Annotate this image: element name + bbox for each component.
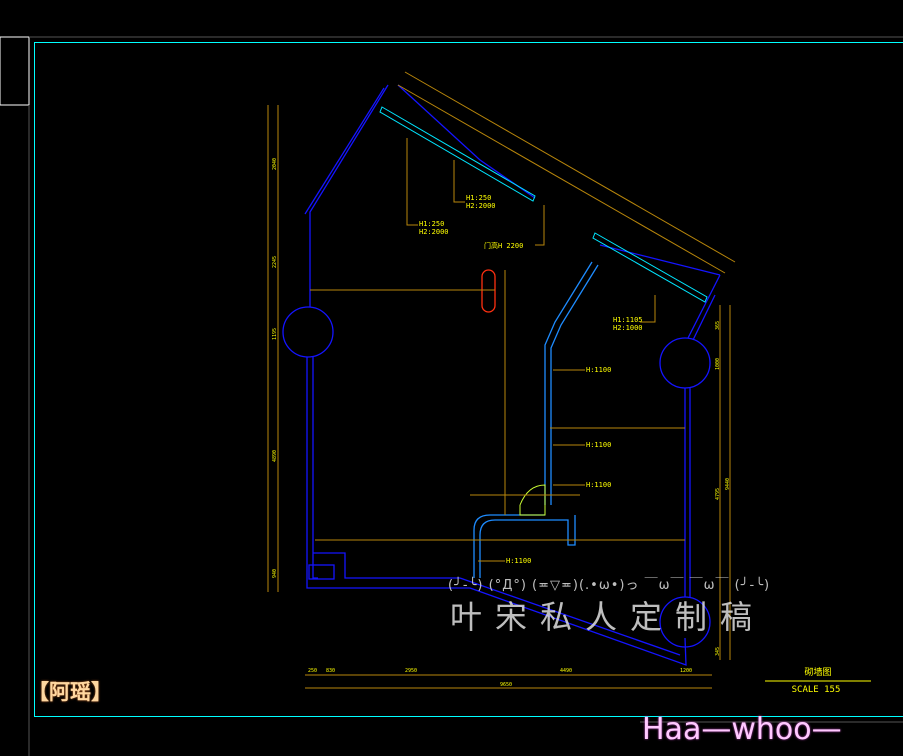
window-right [592, 232, 708, 303]
height-label-2: H:1100 [586, 441, 611, 449]
dim-bottom-0: 250 [308, 668, 317, 674]
pipe-outer [473, 514, 545, 578]
note-4-line2: H2:1000 [613, 324, 643, 332]
dim-bottom-4: 1200 [680, 668, 692, 674]
window-upper [379, 106, 536, 202]
wall-upper-left [309, 84, 389, 307]
note-2-line1: H1:250 [466, 194, 491, 202]
drawing-title: 砌墙图 [804, 666, 831, 678]
wall-upper-left-outer [304, 87, 385, 215]
dim-bottom-total: 9650 [500, 682, 512, 688]
wall-left-step [313, 552, 460, 579]
wall-left-outer [306, 357, 470, 589]
dim-bottom-3: 4490 [560, 668, 572, 674]
dim-right-total: 9440 [725, 478, 731, 490]
wall-top-right [599, 244, 721, 276]
dimension-lines [267, 71, 736, 689]
wall-left-inner [312, 357, 318, 579]
annotations: H1:250 H2:2000 H1:250 H2:2000 门高H 2200 H… [419, 194, 643, 565]
windows [379, 106, 708, 303]
note-2-line2: H2:2000 [466, 202, 496, 210]
note-1-line1: H1:250 [419, 220, 444, 228]
height-label-4: H:1100 [506, 557, 531, 565]
column-right [659, 337, 711, 389]
cabinet [308, 564, 335, 580]
dim-bottom-2: 2950 [405, 668, 417, 674]
wall-right-upper [687, 274, 721, 339]
note-door-height: 门高H 2200 [484, 241, 523, 250]
door-swing [519, 484, 546, 516]
dim-bottom-1: 830 [326, 668, 335, 674]
height-label-3: H:1100 [586, 481, 611, 489]
dim-left-3: 4890 [272, 450, 278, 462]
inner-wall-a [544, 261, 593, 505]
wall-top-diagonal [397, 84, 536, 199]
signature: Haa—whoo— [642, 712, 842, 747]
height-label-1: H:1100 [586, 366, 611, 374]
wall-bottom-diagonal-inner [459, 577, 681, 656]
inner-walls [473, 261, 599, 578]
dimension-texts: 250 830 2950 4490 1200 9650 2040 2245 11… [272, 158, 731, 688]
dim-right-0: 365 [715, 321, 721, 330]
wall-right-upper-inner [692, 294, 716, 341]
note-4-line1: H1:1105 [613, 316, 643, 324]
dim-left-2: 1195 [272, 328, 278, 340]
dim-right-2: 4795 [715, 488, 721, 500]
dim-left-4: 940 [272, 569, 278, 578]
dim-left-1: 2245 [272, 256, 278, 268]
dim-right-3: 345 [715, 647, 721, 656]
inner-wall-b [550, 264, 599, 505]
pipe-inner [479, 515, 576, 578]
drawing-scale: SCALE 155 [792, 685, 841, 695]
watermark-title: 叶宋私人定制稿 [450, 598, 766, 636]
title-block-stub [0, 36, 30, 106]
note-1-line2: H2:2000 [419, 228, 449, 236]
column-left [282, 306, 334, 358]
walls [282, 84, 721, 666]
opening-oval [481, 269, 496, 313]
author-tag: 【阿瑶】 [28, 680, 112, 704]
dim-left-0: 2040 [272, 158, 278, 170]
watermark-emoticons: (╯-╰) (°Д°) (≖▽≖)(.•ω•)っ ￣ω￣ ￣ω￣ (╯-╰) [448, 578, 771, 593]
drawing-frame [34, 42, 903, 717]
dim-right-1: 1000 [715, 358, 721, 370]
